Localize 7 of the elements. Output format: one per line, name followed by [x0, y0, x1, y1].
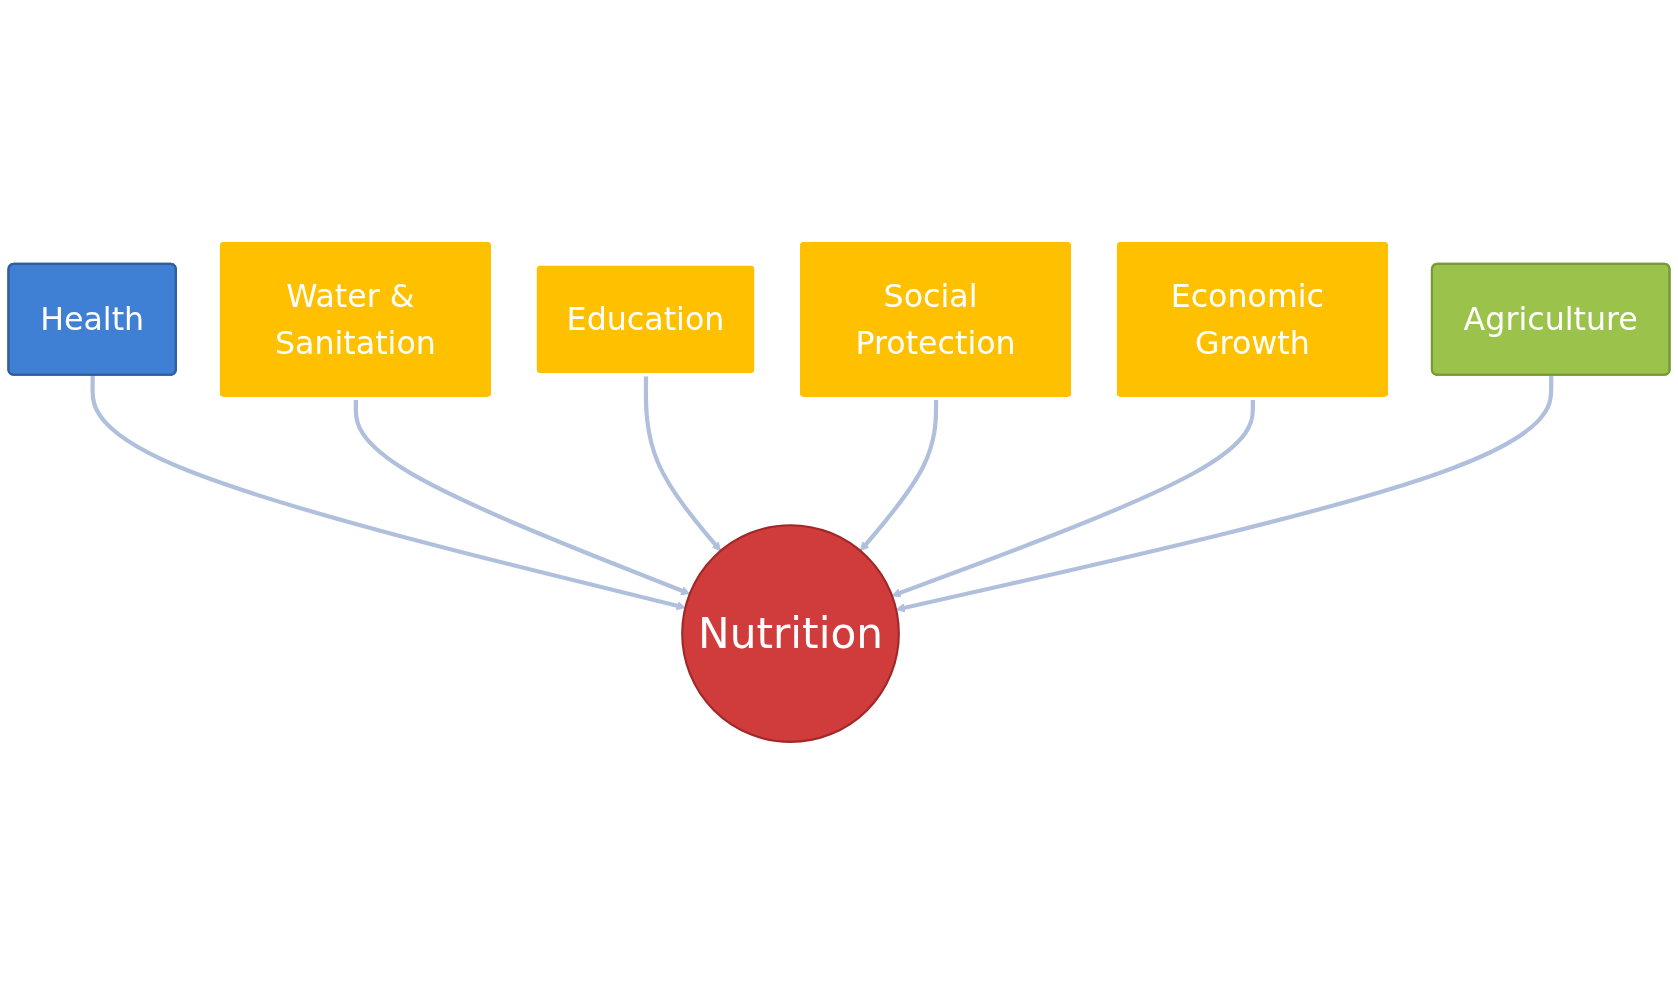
arrow — [353, 399, 691, 596]
arrow — [891, 399, 1256, 598]
arrow — [860, 399, 939, 552]
node-circle: Nutrition — [681, 524, 900, 743]
arrow — [90, 375, 686, 611]
arrow — [643, 375, 722, 552]
arrow — [895, 375, 1554, 613]
